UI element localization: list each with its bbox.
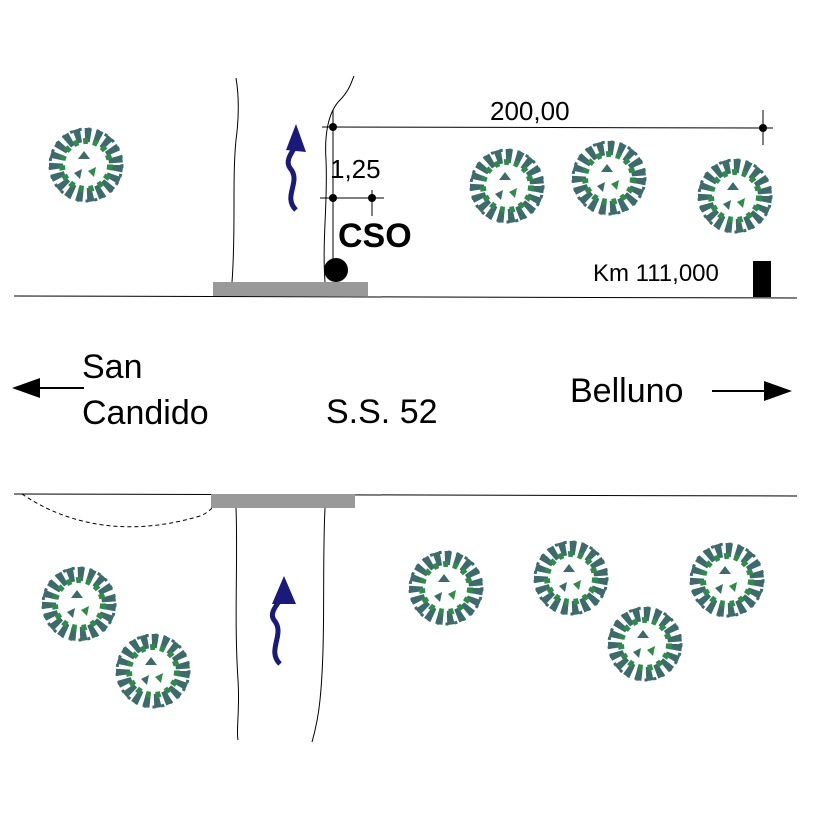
road-edge-south <box>13 493 798 497</box>
dashed-boundary <box>21 493 213 528</box>
dimension-dot-short-start <box>329 194 337 202</box>
tree-canopy-icon <box>410 552 482 624</box>
tree-canopy-icon <box>609 608 681 680</box>
direction-left-line1: San <box>82 348 143 386</box>
stream-bank-north-left <box>231 77 239 283</box>
stream-bank-south-left <box>235 507 240 741</box>
tree-canopy-icon <box>50 129 122 201</box>
stream-bank-north-right <box>323 75 355 283</box>
kilometer-label: Km 111,000 <box>593 260 719 287</box>
direction-right-label: Belluno <box>570 372 683 410</box>
tree-canopy-icon <box>573 142 645 214</box>
bridge-north <box>213 282 368 296</box>
station-label: CSO <box>338 217 412 255</box>
arrow-left-icon <box>12 378 84 398</box>
tree-canopy-icon <box>43 568 115 640</box>
tree-canopy-icon <box>117 635 189 707</box>
dimension-dot-long-end <box>759 124 767 132</box>
flow-direction-icon-south <box>269 576 296 666</box>
tree-canopy-icon <box>691 544 763 616</box>
stream-bank-south-right <box>311 507 326 743</box>
station-dot-icon <box>324 258 348 282</box>
dimension-short-label: 1,25 <box>330 154 381 184</box>
road-edge-north <box>13 295 798 299</box>
direction-left-line2: Candido <box>82 394 209 432</box>
flow-direction-icon-north <box>285 124 306 212</box>
tree-canopy-icon <box>699 160 771 232</box>
bridge-south <box>211 494 355 508</box>
road-name-label: S.S. 52 <box>326 393 438 431</box>
dimension-long-label: 200,00 <box>490 96 570 126</box>
tree-canopy-icon <box>535 542 607 614</box>
dimension-dot-short-end <box>368 194 376 202</box>
kilometer-post-icon <box>753 261 771 297</box>
tree-canopy-icon <box>471 150 543 222</box>
dimension-line-long <box>321 126 774 129</box>
arrow-right-icon <box>712 381 792 401</box>
dimension-dot-long-start <box>329 123 337 131</box>
